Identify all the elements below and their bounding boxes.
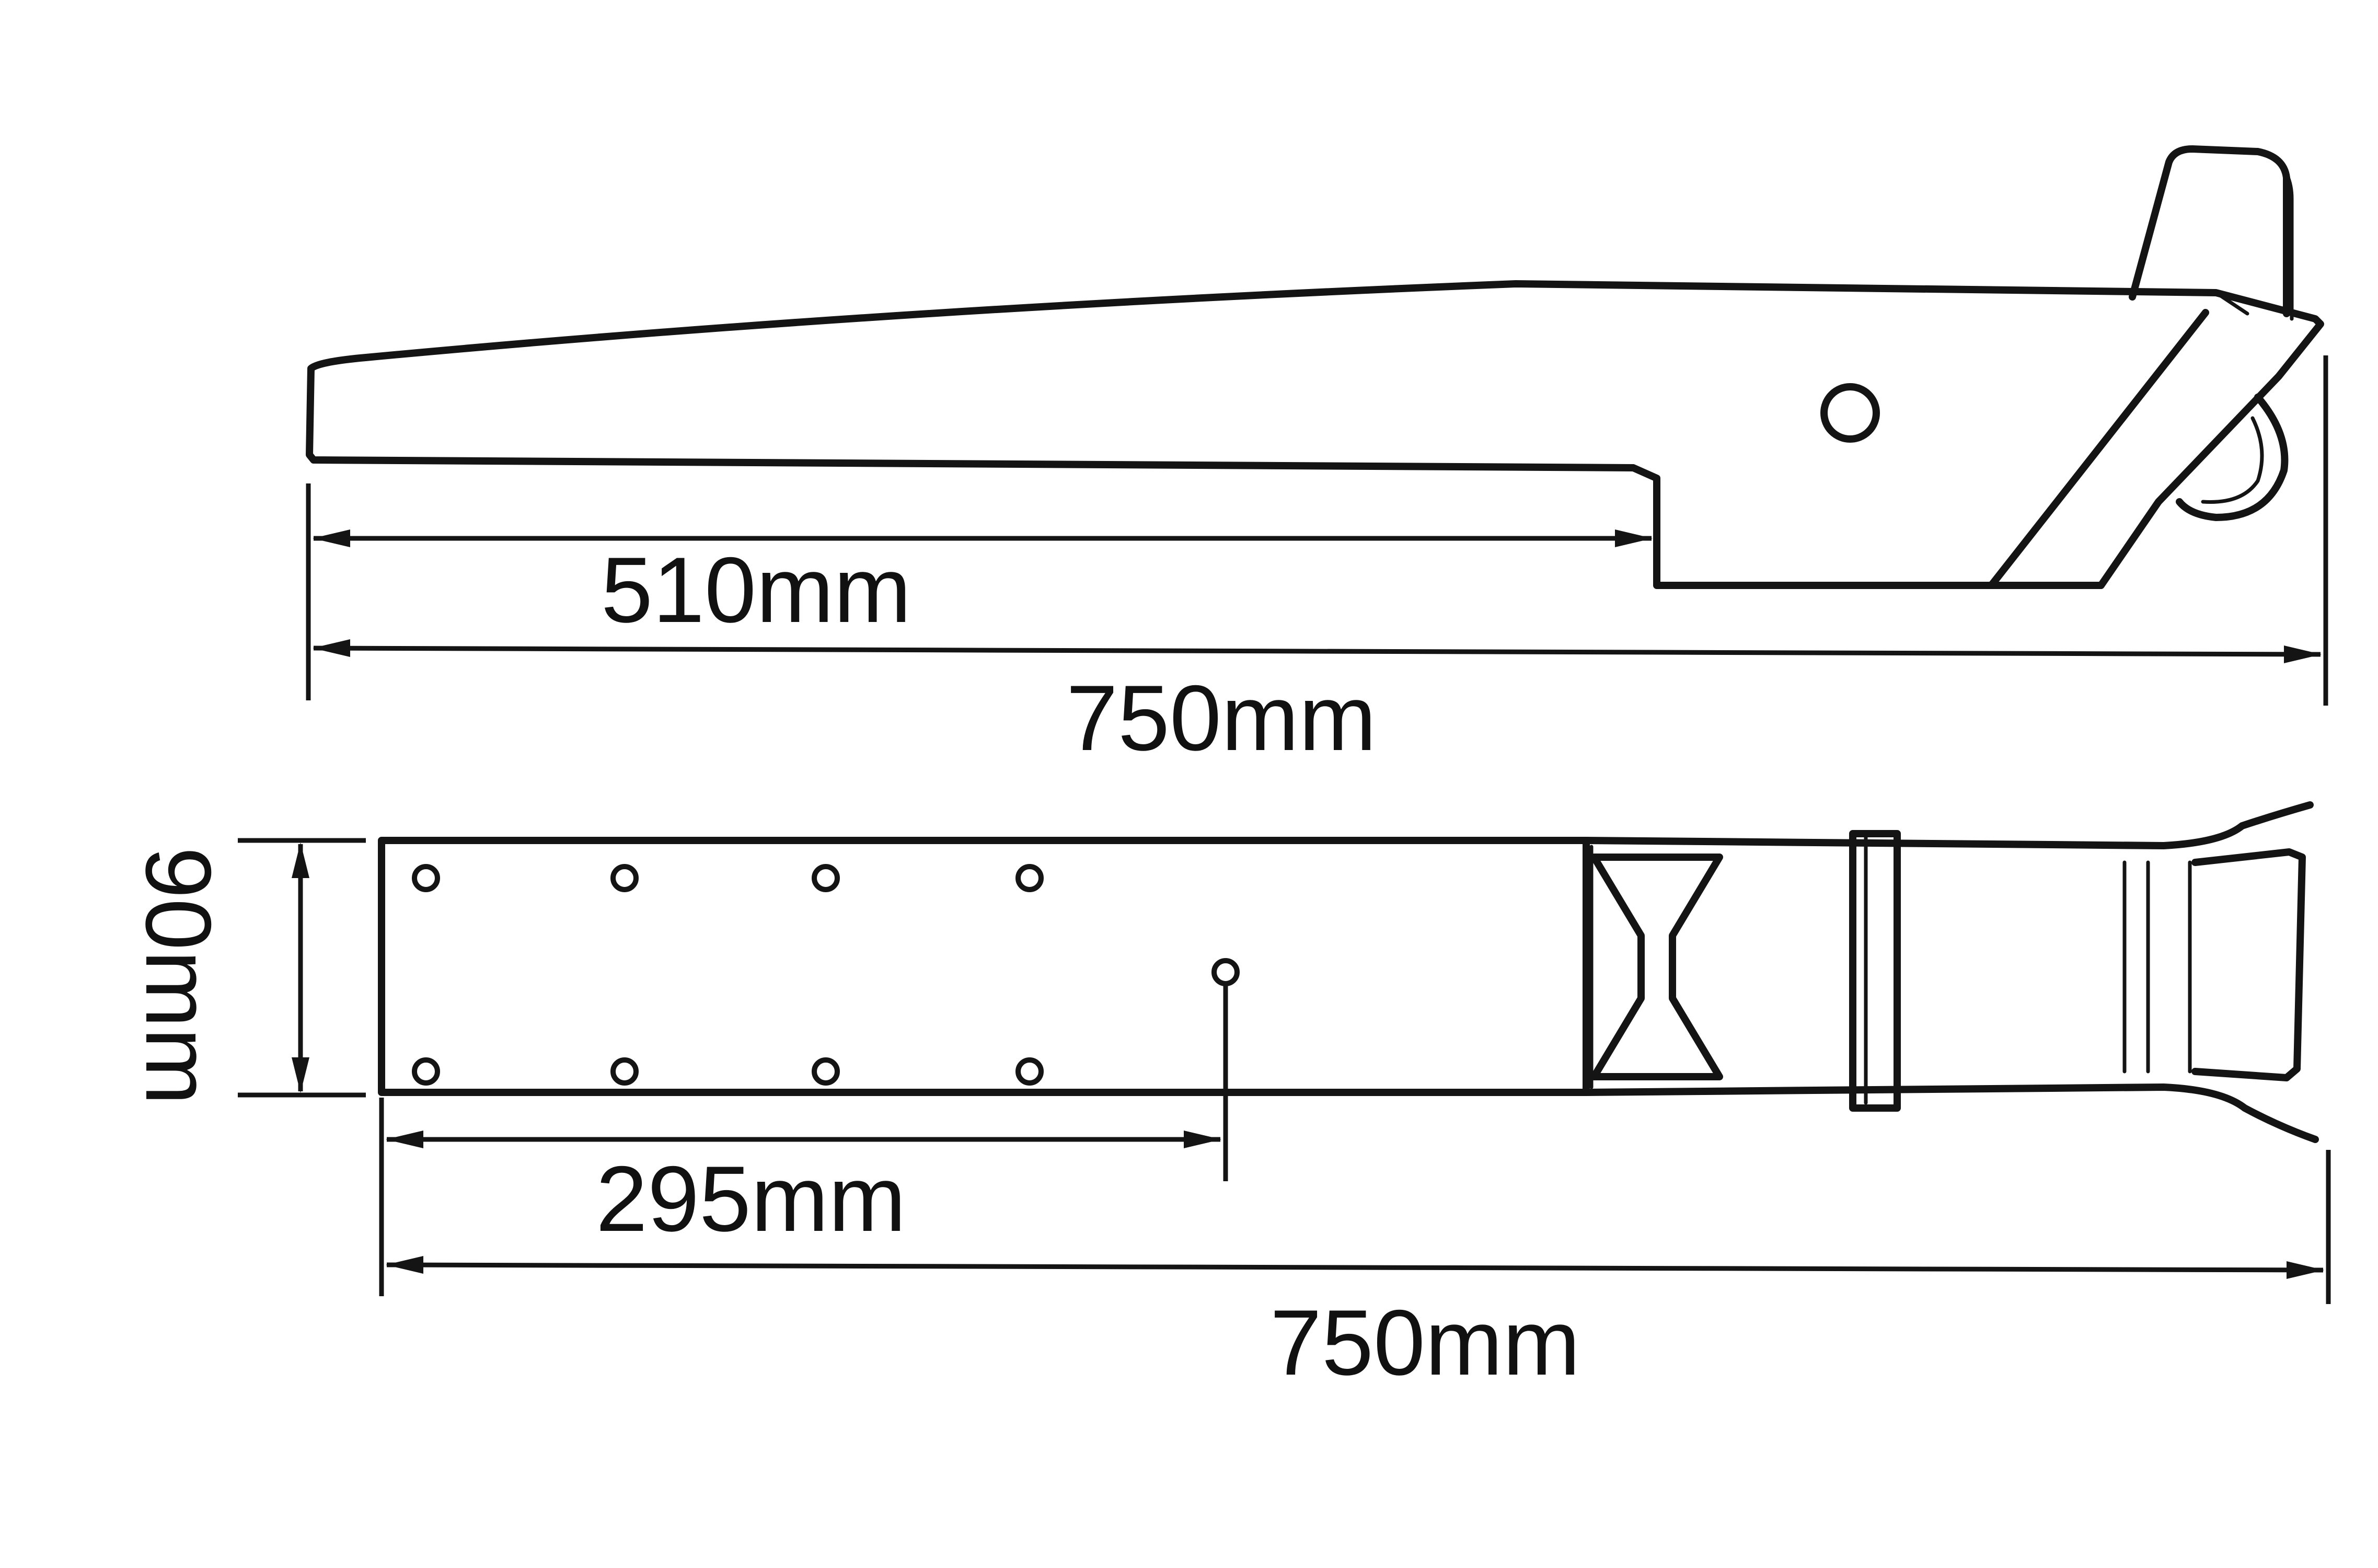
mounting-hole — [610, 864, 639, 892]
dimension-90: 90mm — [126, 838, 366, 1105]
mounting-hole — [1015, 1057, 1044, 1086]
pivot-pin-hole — [1820, 383, 1880, 443]
roller-body-outline — [306, 280, 2324, 589]
dimension-label: 510mm — [601, 538, 911, 642]
arrow-head-right — [2284, 645, 2322, 663]
arrow-head-bottom — [292, 1057, 309, 1093]
mounting-hole — [1015, 864, 1044, 892]
side-view: 510mm 750mm — [306, 145, 2328, 770]
arrow-head-right — [1615, 529, 1653, 547]
arrow-head-top — [292, 843, 309, 878]
roller-bobbin — [1590, 854, 1723, 1080]
roller-wheel — [2176, 394, 2289, 521]
dimension-label: 295mm — [596, 1147, 906, 1251]
mounting-hole — [610, 1057, 639, 1086]
dimension-line — [313, 645, 2321, 657]
arrow-head-left — [386, 1131, 423, 1148]
mounting-hole — [812, 1057, 840, 1086]
roller-bracket-diagonal-inner — [2214, 291, 2249, 316]
dimension-label: 90mm — [126, 847, 230, 1105]
arrow-head-right — [2287, 1261, 2324, 1279]
bolt-band — [1849, 830, 1901, 1112]
arrow-head-left — [313, 529, 350, 547]
frame-right-end — [2191, 848, 2306, 1081]
frame-top-edge — [1583, 801, 2314, 849]
roller-wheel-inner — [2201, 416, 2264, 504]
dimension-label: 750mm — [1270, 1290, 1580, 1394]
dimension-510: 510mm — [313, 529, 1653, 642]
roller-bracket-diagonal — [1988, 309, 2209, 589]
base-plate-outline — [378, 837, 1590, 1096]
bow-stop-fin-edge — [2271, 155, 2294, 321]
mounting-hole — [412, 864, 440, 892]
arrow-head-left — [313, 639, 350, 657]
top-view: 90mm 295mm 750mm — [126, 801, 2331, 1394]
frame-bottom-edge — [1583, 1083, 2319, 1143]
arrow-head-left — [386, 1256, 423, 1274]
dimension-750-top: 750mm — [386, 1150, 2331, 1394]
dimension-295: 295mm — [379, 1098, 1221, 1296]
dimension-line — [386, 1262, 2324, 1273]
reference-hole — [1211, 958, 1240, 986]
dimension-750-side: 750mm — [313, 639, 2322, 770]
dimension-label: 750mm — [1066, 666, 1377, 770]
mounting-hole — [412, 1057, 440, 1086]
mounting-hole — [812, 864, 840, 892]
arrow-head-right — [1184, 1131, 1221, 1148]
mounting-holes — [412, 864, 1240, 1086]
